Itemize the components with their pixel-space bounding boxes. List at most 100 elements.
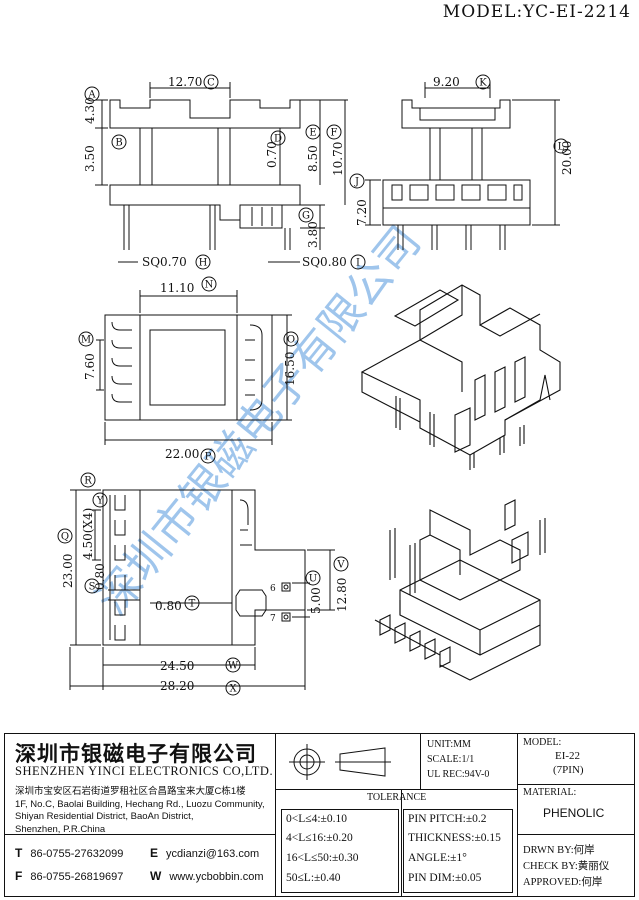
marker-circle-t [184,595,200,611]
tolerance-spec: PIN PITCH:±0.2 [408,813,487,825]
dim-n: 11.10 [160,281,194,295]
dim-k: 9.20 [433,75,460,89]
dim-e: 8.50 [306,145,320,172]
tel-value: 86-0755-27632099 [30,848,124,860]
tolerance-row: 50≤L:±0.40 [286,872,341,884]
pin-6-label: 6 [270,584,276,594]
scale-label: SCALE:1/1 [427,754,475,765]
top-view [96,290,292,445]
technical-drawing: 深圳市银磁电子有限公司 12.70 4.30 3.50 0.70 8.50 10… [57,74,574,696]
dim-a: 4.30 [83,97,97,124]
marker-letter-u: U [309,574,317,585]
material-field-value: PHENOLIC [543,806,605,820]
bottom-view [69,489,335,690]
checked-by: CHECK BY:黄丽仪 [523,861,610,872]
marker-letter-c: C [207,78,215,89]
fax-label: F [15,869,23,883]
marker-letter-x: X [229,684,237,695]
marker-circle-v [333,556,349,572]
marker-letter-k: K [479,78,487,89]
model-field-pins: (7PIN) [553,764,584,776]
dim-y: 4.50(X4) [81,508,95,560]
drawn-by: DRWN BY:何岸 [523,845,595,856]
isometric-view-bottom [374,499,546,681]
marker-circle-x [225,680,241,696]
tolerance-left-box: 0<L≤4:±0.10 4<L≤16:±0.20 16<L≤50:±0.30 5… [281,809,399,893]
marker-letter-i: I [356,258,360,269]
dim-j: 7.20 [355,199,369,226]
marker-letter-b: B [115,138,122,149]
marker-letter-h: H [199,258,208,269]
model-field-label: MODEL: [523,737,562,748]
marker-circle-n [201,276,217,292]
marker-letter-j: J [354,177,359,188]
unit-label: UNIT:MM [427,739,471,750]
dim-w: 24.50 [160,659,194,673]
side-view [365,82,560,250]
email-label: E [150,846,159,860]
dim-g: 3.80 [306,221,320,248]
marker-circle-h [195,254,211,270]
marker-circle-o [283,331,299,347]
title-block: 深圳市银磁电子有限公司 SHENZHEN YINCI ELECTRONICS C… [4,733,635,897]
tolerance-row: 0<L≤4:±0.10 [286,813,347,825]
marker-letter-e: E [309,128,316,139]
tel-label: T [15,846,23,860]
model-label: MODEL:YC-EI-2214 [442,2,631,22]
dim-v: 12.80 [335,578,349,612]
tolerance-row: 16<L≤50:±0.30 [286,852,359,864]
marker-circle-u [305,570,321,586]
marker-circle-a [84,86,100,102]
front-view [95,82,348,263]
web-value: www.ycbobbin.com [169,871,264,883]
tolerance-row: 4<L≤16:±0.20 [286,832,353,844]
marker-circle-i [350,254,366,270]
dim-t: 0.80 [155,599,182,613]
dim-u: 5.00 [309,587,323,614]
marker-letter-a: A [87,90,96,101]
dim-p: 22.00 [165,447,199,461]
tolerance-right-box: PIN PITCH:±0.2 THICKNESS:±0.15 ANGLE:±1°… [403,809,513,893]
address-line-2: 1F, No.C, Baolai Building, Hechang Rd., … [15,798,265,810]
marker-letter-m: M [81,335,91,346]
marker-letter-v: V [336,560,345,571]
marker-letter-s: S [89,582,96,593]
address-line-3: Shiyan Residential District, BaoAn Distr… [15,811,194,822]
dim-h: SQ0.70 [142,255,187,269]
dim-d: 0.70 [265,141,279,168]
marker-circle-k [475,74,491,90]
marker-letter-g: G [302,211,310,222]
marker-circle-c [203,74,219,90]
dim-i: SQ0.80 [302,255,347,269]
marker-letter-l: L [558,142,565,153]
company-name-cn: 深圳市银磁电子有限公司 [15,742,257,766]
model-field-value: EI-22 [555,750,581,762]
dim-b: 3.50 [83,145,97,172]
marker-letter-o: O [287,335,295,346]
dim-q: 23.00 [61,554,75,588]
dim-x: 28.20 [160,679,194,693]
email-value: ycdianzi@163.com [166,848,260,860]
watermark: 深圳市银磁电子有限公司 [87,217,431,625]
ul-label: UL REC:94V-0 [427,769,490,780]
address-line-1: 深圳市宝安区石岩街道罗租社区合昌路宝来大厦C栋1楼 [15,786,246,797]
marker-circle-g [298,207,314,223]
marker-letter-d: D [274,134,282,145]
isometric-view-top [360,284,561,470]
marker-circle-m [78,331,94,347]
material-field-label: MATERIAL: [523,787,577,798]
marker-letter-q: Q [61,532,69,543]
marker-circle-j [349,173,365,189]
tel-line: T 86-0755-27632099 [15,846,123,860]
dim-c: 12.70 [168,75,202,89]
pin-7-label: 7 [270,614,276,624]
projection-symbol [289,744,391,780]
fax-value: 86-0755-26819697 [30,871,124,883]
web-label: W [150,869,162,883]
marker-circle-y [92,492,108,508]
tolerance-spec: PIN DIM:±0.05 [408,872,482,884]
marker-letter-p: P [205,452,212,463]
